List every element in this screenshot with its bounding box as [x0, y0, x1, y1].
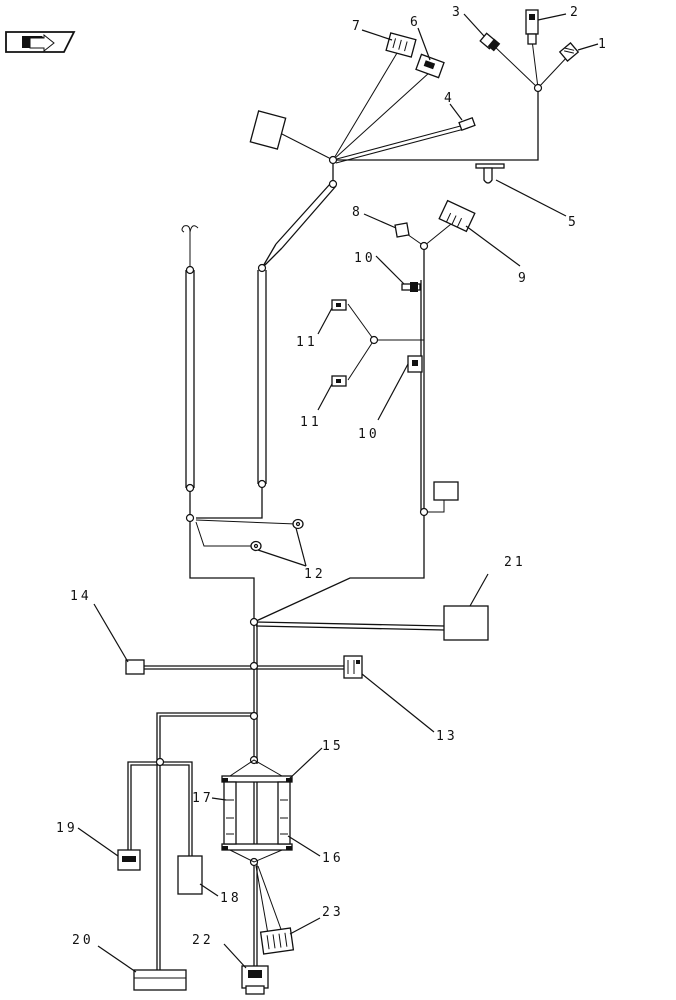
callout-11-lower: 11: [300, 415, 322, 430]
connector-10-upper: [401, 282, 421, 292]
ring-terminal-12-upper: [292, 518, 304, 530]
junction-block-15-16-17: [221, 759, 293, 863]
callout-6: 6: [410, 15, 421, 30]
connector-10-lower: [407, 355, 423, 373]
callout-8: 8: [352, 205, 363, 220]
callout-14: 14: [70, 589, 92, 604]
module-21: [443, 605, 489, 641]
connector-19: [117, 849, 141, 871]
connector-2: [525, 9, 539, 45]
navigation-arrow-icon[interactable]: [5, 31, 76, 53]
callout-10-upper: 10: [354, 251, 376, 266]
component-box-top: [249, 110, 287, 150]
connector-22: [241, 965, 269, 995]
connector-3: [479, 32, 501, 52]
callout-21: 21: [504, 555, 526, 570]
callout-labels: 1 2 3 4 5 6 7 8 9 10 10 11 11 12 13 14 1…: [56, 5, 609, 948]
module-20: [133, 969, 187, 991]
junction-nodes: [155, 83, 543, 867]
callout-3: 3: [452, 5, 463, 20]
callout-16: 16: [322, 851, 344, 866]
wire-harness-lines: [127, 39, 569, 970]
callout-4: 4: [444, 91, 455, 106]
connector-11-upper: [331, 299, 347, 311]
ring-terminal-12-lower: [250, 540, 262, 552]
callout-leader-lines: [77, 13, 599, 973]
connector-13: [343, 655, 363, 679]
connector-7: [385, 32, 417, 58]
callout-15: 15: [322, 739, 344, 754]
callout-11-upper: 11: [296, 335, 318, 350]
callout-19: 19: [56, 821, 78, 836]
callout-23: 23: [322, 905, 344, 920]
callout-5: 5: [568, 215, 579, 230]
callout-7: 7: [352, 19, 363, 34]
callout-10-lower: 10: [358, 427, 380, 442]
module-18: [177, 855, 203, 895]
connector-8: [394, 222, 410, 238]
callout-20: 20: [72, 933, 94, 948]
callout-12: 12: [304, 567, 326, 582]
connector-14: [125, 659, 145, 675]
component-box-mid-right: [433, 481, 459, 501]
callout-1: 1: [598, 37, 609, 52]
connector-1: [558, 41, 580, 63]
callout-13: 13: [436, 729, 458, 744]
connector-4-terminal: [458, 117, 476, 131]
connector-9: [438, 199, 476, 233]
connector-11-lower: [331, 375, 347, 387]
callout-18: 18: [220, 891, 242, 906]
connector-6: [415, 53, 445, 79]
callout-22: 22: [192, 933, 214, 948]
connector-23: [259, 927, 295, 955]
callout-2: 2: [570, 5, 581, 20]
callout-9: 9: [518, 271, 529, 286]
callout-17: 17: [192, 791, 214, 806]
connector-5: [475, 163, 505, 184]
